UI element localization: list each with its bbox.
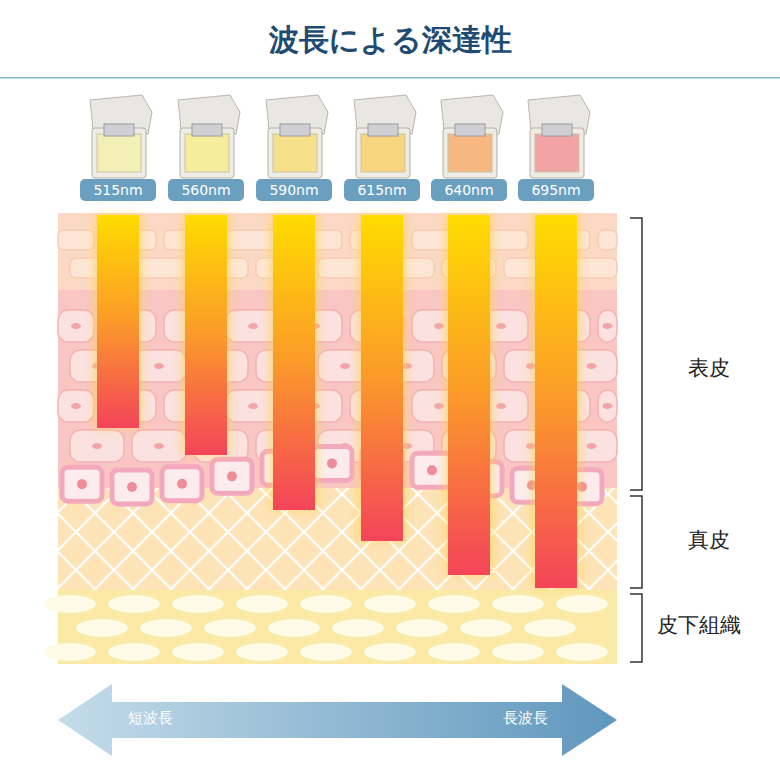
wavelength-tag: 590nm <box>256 179 332 201</box>
device-head <box>266 95 328 178</box>
layer-label: 皮下組織 <box>657 611 741 639</box>
layer-label: 真皮 <box>688 526 730 554</box>
wavelength-label: 615nm <box>357 182 406 198</box>
skin-cross-section <box>58 213 617 664</box>
device-head <box>90 95 152 178</box>
wavelength-label: 515nm <box>93 182 142 198</box>
wavelength-tag: 615nm <box>344 179 420 201</box>
axis-label: 短波長 <box>128 709 173 728</box>
wavelength-label: 560nm <box>181 182 230 198</box>
wavelength-tag: 640nm <box>431 179 507 201</box>
title-rule <box>0 77 780 79</box>
device-head <box>528 95 590 178</box>
device-head <box>354 95 416 178</box>
layer-brackets <box>630 218 642 662</box>
wavelength-arrow <box>58 684 617 756</box>
wavelength-label: 640nm <box>444 182 493 198</box>
wavelength-tag: 695nm <box>518 179 594 201</box>
wavelength-tag: 515nm <box>80 179 156 201</box>
wavelength-tag: 560nm <box>168 179 244 201</box>
wavelength-label: 695nm <box>531 182 580 198</box>
device-head <box>178 95 240 178</box>
title: 波長による深達性 <box>0 20 780 61</box>
layer-label: 表皮 <box>688 354 730 382</box>
device-head <box>441 95 503 178</box>
axis-label: 長波長 <box>503 709 548 728</box>
wavelength-label: 590nm <box>269 182 318 198</box>
